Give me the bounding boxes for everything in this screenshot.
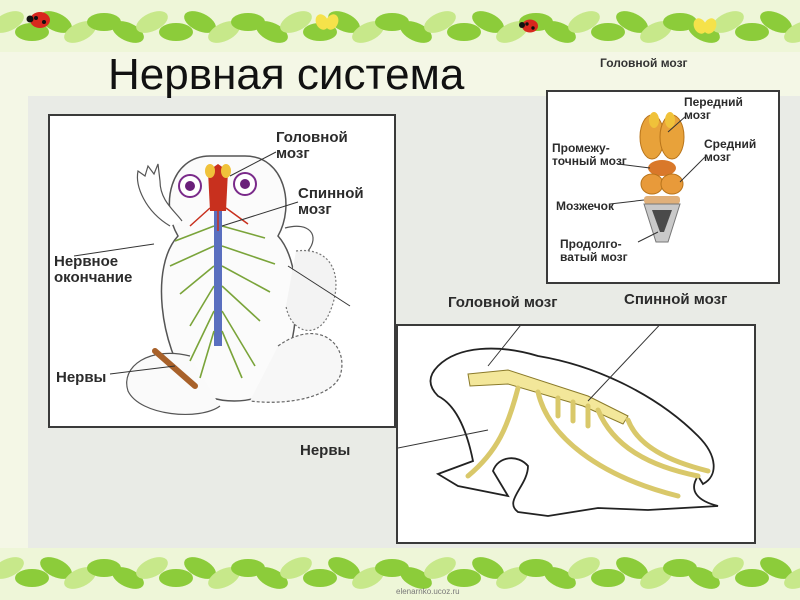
brain-heading: Головной мозг: [600, 56, 688, 70]
leaf-icon: [447, 569, 481, 587]
diencephalon-label: Промежу-точный мозг: [552, 141, 627, 168]
leaf-icon: [760, 11, 792, 33]
leaf-icon: [496, 567, 528, 589]
leaf-icon: [591, 569, 625, 587]
page-title: Нервная система: [108, 50, 465, 99]
leaf-icon: [0, 557, 24, 579]
leaf-icon: [400, 21, 432, 43]
leaf-icon: [136, 557, 168, 579]
leaf-icon: [784, 567, 800, 589]
bottom-leaf-banner: [0, 548, 800, 600]
leaf-icon: [400, 567, 432, 589]
leaf-icon: [303, 569, 337, 587]
leaf-icon: [544, 21, 576, 43]
leaf-icon: [159, 23, 193, 41]
top-leaf-banner: [0, 0, 800, 52]
leaf-icon: [616, 557, 648, 579]
leaf-icon: [447, 23, 481, 41]
leaf-icon: [280, 557, 312, 579]
leaf-icon: [544, 567, 576, 589]
butterfly-icon: [315, 14, 339, 30]
leaf-icon: [735, 569, 769, 587]
frog-outline-drawing: [387, 315, 719, 517]
medulla-label: Продолго-ватый мозг: [560, 237, 628, 264]
leaf-icon: [735, 23, 769, 41]
leaf-icon: [159, 569, 193, 587]
cerebellum-label: Мозжечок: [556, 199, 615, 213]
leaf-icon: [256, 567, 288, 589]
leaf-icon: [616, 11, 648, 33]
leaf-icon: [424, 557, 456, 579]
leaf-icon: [591, 23, 625, 41]
leaf-icon: [568, 11, 600, 33]
watermark: elenarnko.ucoz.ru: [396, 587, 460, 596]
leaf-icon: [640, 567, 672, 589]
leaf-icon: [424, 11, 456, 33]
leaf-icon: [352, 21, 384, 43]
leaf-icon: [640, 21, 672, 43]
leaf-icon: [472, 557, 504, 579]
leaf-icon: [208, 567, 240, 589]
leaf-icon: [184, 11, 216, 33]
leaf-icon: [112, 21, 144, 43]
butterfly-icon: [693, 18, 717, 34]
outline-nerves-label: Нервы: [300, 442, 351, 459]
nerves-label: Нервы: [56, 369, 107, 386]
leaf-icon: [40, 557, 72, 579]
frog-outline-panel: [387, 315, 756, 544]
ladybug-icon: [519, 19, 538, 33]
leaf-icon: [712, 11, 744, 33]
leaf-icon: [280, 11, 312, 33]
leaf-icon: [784, 21, 800, 43]
leaf-icon: [472, 11, 504, 33]
leaf-icon: [64, 567, 96, 589]
leaf-icon: [328, 557, 360, 579]
frog-anatomy-drawing: [73, 151, 351, 416]
leaf-icon: [352, 567, 384, 589]
brain-drawing: [609, 112, 707, 243]
leaf-icon: [184, 557, 216, 579]
leaf-icon: [568, 557, 600, 579]
leaf-icon: [256, 21, 288, 43]
leaf-icon: [15, 569, 49, 587]
leaf-icon: [112, 567, 144, 589]
leaf-icon: [208, 21, 240, 43]
leaf-icon: [0, 11, 24, 33]
leaf-icon: [64, 21, 96, 43]
ladybug-icon: [26, 12, 50, 28]
outline-spinal-label: Спинной мозг: [624, 291, 728, 308]
leaf-icon: [712, 557, 744, 579]
leaf-icon: [688, 567, 720, 589]
outline-brain-label: Головной мозг: [448, 294, 558, 311]
leaf-icon: [760, 557, 792, 579]
leaf-icon: [136, 11, 168, 33]
